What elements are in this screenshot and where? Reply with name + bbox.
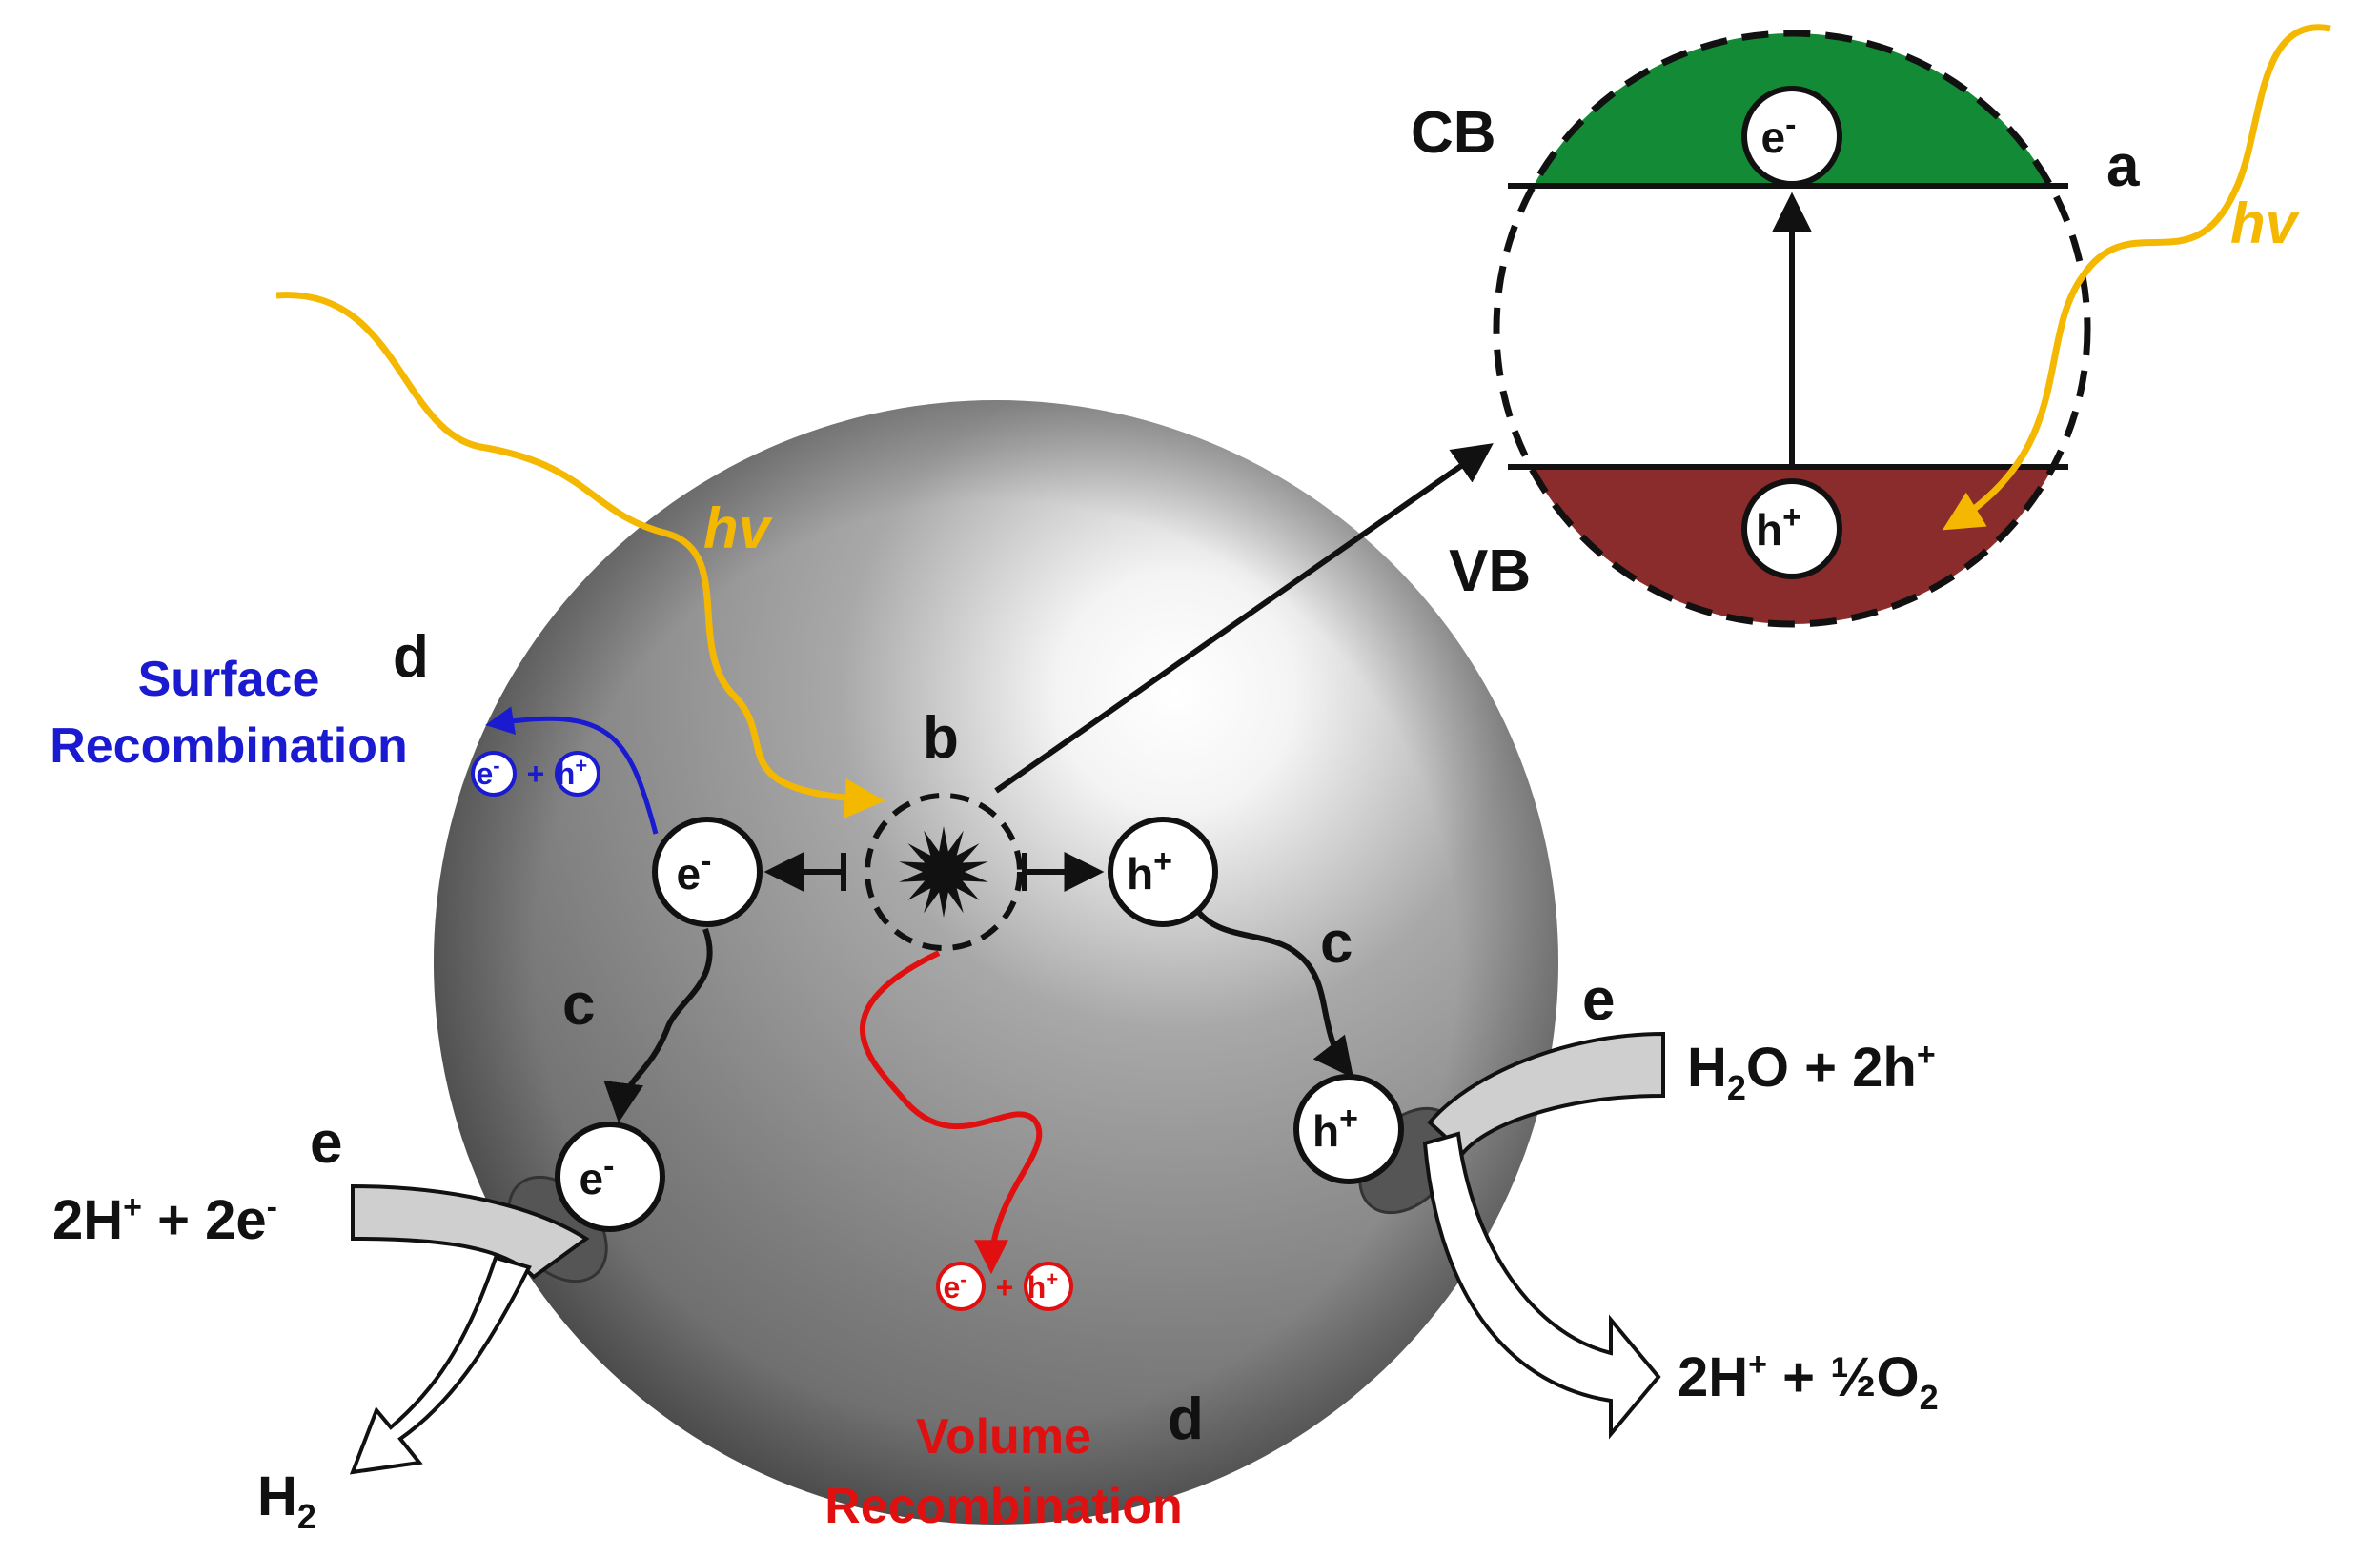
oxidation-output-arrow <box>1422 1131 1661 1440</box>
electron-symbol: e <box>476 757 493 791</box>
hole-separated: h+ <box>1108 817 1218 927</box>
reduction-product: H2 <box>257 1465 316 1536</box>
step-label-e-left: e <box>310 1110 342 1176</box>
surface-recombined-pair: e- + h+ <box>471 751 600 797</box>
svg-text:h+: h+ <box>1027 1267 1058 1304</box>
hole-charge: + <box>1339 1101 1358 1137</box>
reduction-input-arrow <box>351 1183 590 1280</box>
hole-symbol: h <box>1312 1106 1339 1156</box>
electron-symbol: e <box>677 849 702 899</box>
svg-text:e-: e- <box>580 1148 615 1203</box>
hole-charge: + <box>1153 843 1172 879</box>
light-wave-main <box>275 292 885 818</box>
reduction-product-a-sub: 2 <box>297 1497 316 1536</box>
electron-charge: - <box>603 1148 614 1184</box>
reduction-reactant-a-sup: + <box>123 1189 142 1225</box>
svg-text:e-: e- <box>476 754 499 791</box>
hole-vb: h+ <box>1741 478 1842 579</box>
migration-arrow-hole <box>1189 899 1354 1079</box>
step-label-a: a <box>2106 133 2140 199</box>
step-label-e-right: e <box>1582 967 1615 1033</box>
electron-surface: e- <box>555 1122 665 1232</box>
svg-text:h+: h+ <box>1756 499 1801 555</box>
volume-recombined-pair: e- + h+ <box>936 1262 1073 1311</box>
svg-text:h+: h+ <box>1312 1101 1358 1156</box>
vb-label: VB <box>1449 538 1531 604</box>
electron-charge: - <box>960 1267 966 1291</box>
svg-text:h+: h+ <box>1127 843 1172 899</box>
hole-surface: h+ <box>1293 1074 1404 1184</box>
oxidation-product-b: + ½O <box>1767 1346 1920 1408</box>
electron-charge: - <box>701 843 711 879</box>
hole-symbol: h <box>1127 849 1153 899</box>
oxidation-reactant-b: O + 2h <box>1746 1037 1917 1099</box>
step-label-d-surface: d <box>393 624 429 690</box>
step-label-b: b <box>923 705 959 771</box>
oxidation-reactant-a-sub: 2 <box>1727 1068 1746 1107</box>
hv-label-main: hv <box>703 496 774 560</box>
excitation-burst-icon <box>899 826 988 918</box>
electron-charge: - <box>493 754 499 778</box>
reduction-output-arrow <box>349 1255 532 1475</box>
volume-recombination-title-2: Recombination <box>824 1479 1183 1534</box>
reduction-reactant-b: + 2e <box>142 1189 267 1251</box>
svg-text:e-: e- <box>1761 107 1797 162</box>
pair-plus: + <box>996 1270 1014 1304</box>
reduction-reactants: 2H+ + 2e- <box>52 1189 277 1251</box>
oxidation-reactants: H2O + 2h+ <box>1687 1037 1936 1107</box>
oxidation-products: 2H+ + ½O2 <box>1678 1346 1939 1417</box>
hole-symbol: h <box>1027 1270 1047 1304</box>
oxidation-product-b-sub: 2 <box>1920 1378 1939 1417</box>
pair-plus: + <box>527 757 545 791</box>
surface-recombination-title-1: Surface <box>138 652 320 707</box>
electron-separated: e- <box>652 817 763 927</box>
electron-cb: e- <box>1741 86 1842 187</box>
hole-symbol: h <box>557 757 576 791</box>
oxidation-reactant-b-sup: + <box>1917 1037 1936 1073</box>
electron-charge: - <box>1785 107 1796 143</box>
surface-recombination-arrow <box>485 706 659 835</box>
particle-shading <box>434 400 1558 1525</box>
step-label-c-right: c <box>1320 910 1353 976</box>
step-label-d-volume: d <box>1168 1386 1204 1452</box>
reduction-product-a: H <box>257 1465 297 1527</box>
hole-charge: + <box>1782 499 1801 536</box>
hole-charge: + <box>1046 1267 1058 1291</box>
generation-site <box>865 793 1023 951</box>
zoom-boundary <box>1493 30 2091 628</box>
svg-text:e-: e- <box>943 1267 966 1304</box>
electron-symbol: e <box>943 1270 960 1304</box>
oxidation-product-a-sup: + <box>1748 1346 1767 1383</box>
migration-arrow-electron <box>603 927 713 1123</box>
svg-text:e-: e- <box>677 843 712 899</box>
svg-text:h+: h+ <box>557 754 587 791</box>
surface-recombination-title-2: Recombination <box>50 718 408 774</box>
hole-symbol: h <box>1756 505 1782 555</box>
hole-charge: + <box>575 754 587 778</box>
electron-symbol: e <box>1761 112 1786 162</box>
cb-label: CB <box>1411 100 1496 166</box>
electron-symbol: e <box>580 1154 604 1203</box>
volume-recombination-title-1: Volume <box>916 1409 1091 1465</box>
oxidation-product-a: 2H <box>1678 1346 1748 1408</box>
light-wave-band <box>1942 24 2331 531</box>
hv-label-band: hv <box>2230 192 2301 255</box>
reduction-reactant-a: 2H <box>52 1189 123 1251</box>
oxidation-reactant-a: H <box>1687 1037 1727 1099</box>
volume-recombination-arrow <box>859 950 1043 1275</box>
zoom-pointer-arrow <box>994 443 1494 794</box>
reduction-reactant-b-sup: - <box>267 1189 277 1225</box>
step-label-c-left: c <box>562 972 595 1038</box>
